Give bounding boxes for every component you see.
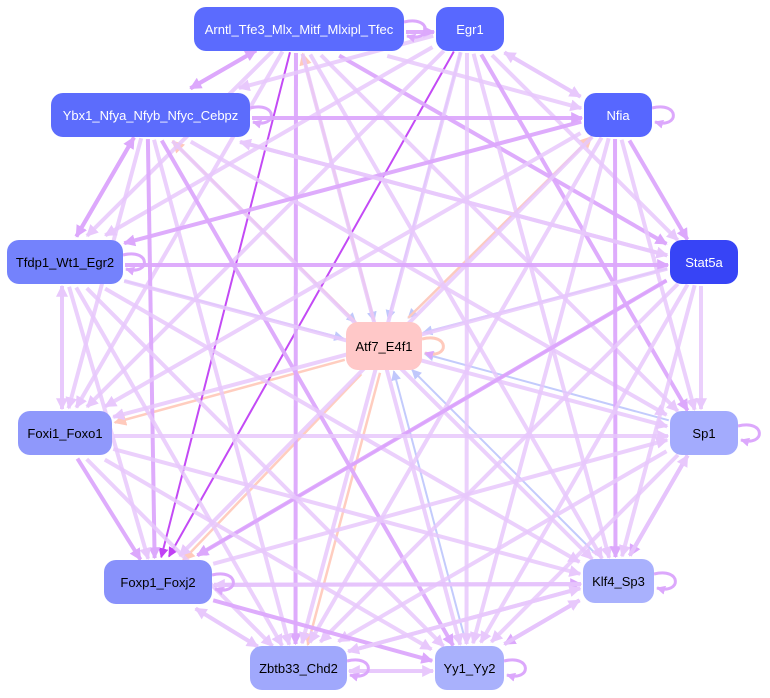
node-foxp1[interactable]: Foxp1_Foxj2 [104,560,212,604]
node-sp1[interactable]: Sp1 [670,411,738,455]
self-loop-nfia [651,105,675,129]
node-label: Zbtb33_Chd2 [259,660,338,676]
self-loop-atf7 [421,336,445,360]
edge-foxi1-to-zbtb33 [85,457,274,648]
edge-arntl-to-klf4 [308,53,604,560]
edge-nfia-to-stat5a [627,139,690,241]
edge-sp1-to-zbtb33 [337,449,668,644]
edge-egr1-to-stat5a [490,53,680,242]
node-ybx1[interactable]: Ybx1_Nfya_Nfyb_Nfyc_Cebpz [51,93,250,137]
edge-arntl-to-nfia [386,53,583,112]
self-loop-tfdp1 [122,252,146,276]
edge-stat5a-to-foxp1 [196,278,668,558]
edge-nfia-to-egr1 [503,50,582,99]
node-tfdp1[interactable]: Tfdp1_Wt1_Egr2 [7,240,123,284]
node-klf4[interactable]: Klf4_Sp3 [583,559,654,603]
node-foxi1[interactable]: Foxi1_Foxo1 [18,411,112,455]
self-loop-sp1 [737,423,761,447]
edge-tfdp1-to-ybx1 [74,136,136,238]
edge-klf4-to-atf7 [411,369,598,556]
node-arntl[interactable]: Arntl_Tfe3_Mlx_Mitf_Mlxipl_Tfec [194,7,404,51]
node-zbtb33[interactable]: Zbtb33_Chd2 [250,646,347,690]
node-label: Nfia [606,107,630,123]
node-label: Ybx1_Nfya_Nfyb_Nfyc_Cebpz [62,107,239,123]
node-label: Sp1 [692,425,716,441]
node-egr1[interactable]: Egr1 [436,7,504,51]
self-loop-foxp1 [211,572,235,596]
self-loop-zbtb33 [346,658,370,682]
edge-ybx1-to-arntl [189,48,258,91]
edge-stat5a-to-ybx1 [238,138,668,258]
edge-nfia-to-foxi1 [104,131,582,409]
edge-zbtb33-to-klf4 [347,585,582,654]
edge-klf4-to-foxp1 [212,578,582,591]
node-label: Tfdp1_Wt1_Egr2 [15,254,115,270]
edge-nfia-to-sp1 [619,139,698,411]
edge-tfdp1-to-klf4 [104,286,581,564]
edge-zbtb33-to-foxp1 [194,606,259,649]
node-atf7[interactable]: Atf7_E4f1 [346,322,422,370]
node-stat5a[interactable]: Stat5a [670,240,738,284]
edge-egr1-to-foxp1 [168,51,455,558]
edge-yy1-to-klf4 [503,598,581,646]
edge-foxi1-to-foxp1 [75,457,143,561]
node-label: Atf7_E4f1 [355,338,413,354]
edge-foxp1-to-sp1 [212,436,669,566]
edge-nfia-to-tfdp1 [123,119,582,247]
edge-sp1-to-yy1 [489,453,680,644]
node-label: Yy1_Yy2 [443,660,496,676]
node-label: Egr1 [456,21,484,37]
node-label: Klf4_Sp3 [592,573,645,589]
node-nfia[interactable]: Nfia [584,93,652,137]
edge-arntl-to-stat5a [338,53,668,246]
edge-foxp1-to-yy1 [212,598,434,664]
node-label: Arntl_Tfe3_Mlx_Mitf_Mlxipl_Tfec [204,21,394,37]
self-loop-ybx1 [249,105,273,129]
edge-foxi1-to-klf4 [112,447,582,577]
edge-klf4-to-sp1 [628,454,690,557]
edge-stat5a-to-klf4 [619,284,697,558]
node-label: Stat5a [685,254,723,270]
self-loop-yy1 [503,658,527,682]
node-label: Foxi1_Foxo1 [27,425,103,441]
edge-yy1-to-atf7 [391,370,467,644]
edge-egr1-to-tfdp1 [104,45,434,238]
node-label: Foxp1_Foxj2 [120,574,196,590]
edge-ybx1-to-sp1 [189,139,668,417]
self-loop-arntl [403,19,427,43]
edge-egr1-to-klf4 [471,53,613,559]
self-loop-klf4 [653,571,677,595]
node-yy1[interactable]: Yy1_Yy2 [435,646,504,690]
edge-ybx1-to-zbtb33 [152,139,293,646]
edge-ybx1-to-yy1 [160,139,455,647]
edge-stat5a-to-zbtb33 [318,282,680,644]
